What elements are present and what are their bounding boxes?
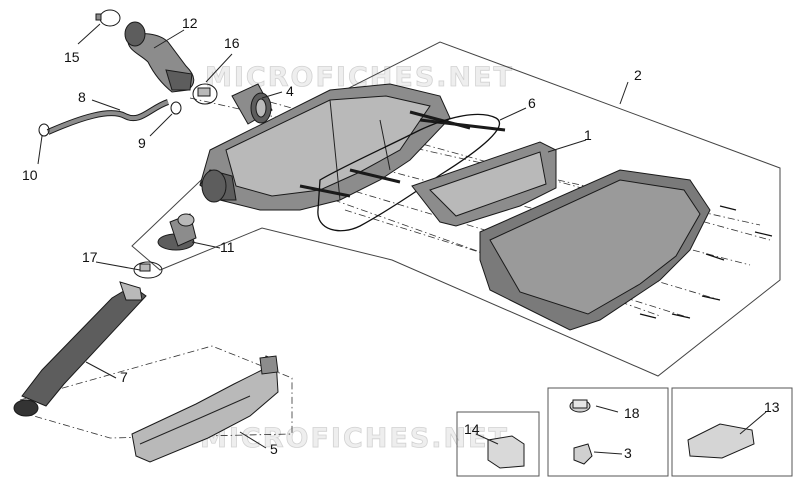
cover-screws	[639, 205, 773, 319]
part-7-bellows	[13, 281, 147, 417]
callout-10: 10	[22, 167, 38, 183]
callout-14: 14	[464, 421, 480, 437]
part-9-clamp	[170, 101, 182, 115]
part-12-intake-duct	[124, 21, 195, 93]
callout-11: 11	[220, 239, 235, 255]
callout-12: 12	[182, 15, 198, 31]
parts-box-3-18	[547, 387, 669, 477]
callout-9: 9	[138, 135, 146, 151]
part-6-gasket	[317, 113, 501, 232]
callout-2: 2	[634, 67, 642, 83]
callout-7: 7	[120, 369, 128, 385]
part-5-duct	[131, 355, 279, 463]
part-16-clamp	[192, 83, 218, 105]
air-box-cover	[479, 169, 711, 331]
part-17-clamp	[133, 261, 163, 279]
leader-lines	[37, 23, 767, 455]
callout-13: 13	[764, 399, 780, 415]
callout-4: 4	[286, 83, 294, 99]
callout-1: 1	[584, 127, 592, 143]
part-10-clamp	[38, 123, 50, 137]
callout-5: 5	[270, 441, 278, 457]
callout-15: 15	[64, 49, 80, 65]
callout-8: 8	[78, 89, 86, 105]
part-4-sleeve	[231, 83, 273, 125]
part-15-clamp	[95, 9, 121, 27]
callout-6: 6	[528, 95, 536, 111]
air-box-housing	[199, 83, 506, 211]
callout-17: 17	[82, 249, 98, 265]
callout-16: 16	[224, 35, 240, 51]
part-11-grommet	[157, 213, 197, 251]
callout-18: 18	[624, 405, 640, 421]
part-13-box	[671, 387, 793, 477]
part-8-hose	[46, 99, 170, 135]
callout-3: 3	[624, 445, 632, 461]
part-1-filter	[411, 141, 557, 227]
watermark-bottom: MICROFICHES.NET	[200, 423, 509, 454]
group-outline-5	[19, 345, 293, 439]
